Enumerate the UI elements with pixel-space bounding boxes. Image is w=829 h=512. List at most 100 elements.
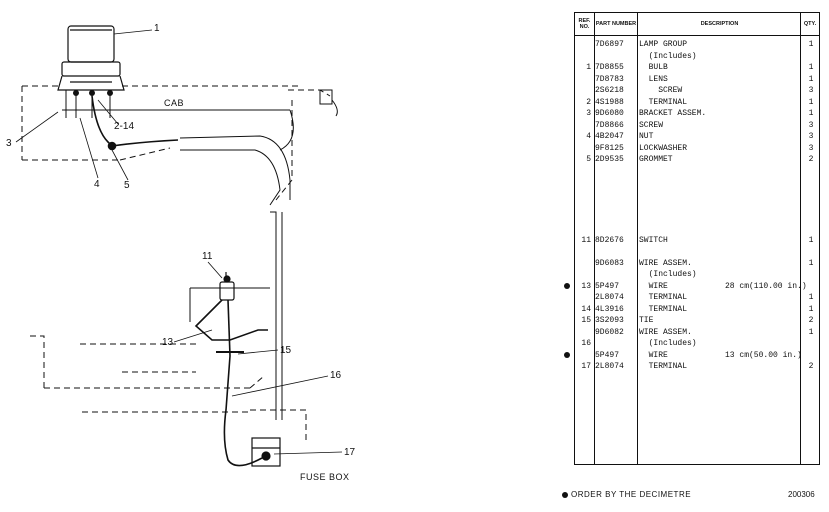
description-cell: TIE xyxy=(639,316,654,325)
table-row: 11 8D2676 SWITCH 1 xyxy=(575,235,819,247)
part-number-cell: 9F8125 xyxy=(595,143,624,153)
description-cell: (Includes) xyxy=(639,339,697,348)
description-cell: LAMP GROUP xyxy=(639,40,688,49)
description-cell: BRACKET ASSEM. xyxy=(639,109,707,118)
lamp-wire xyxy=(91,95,179,151)
part-number-cell: 2S6218 xyxy=(595,86,624,95)
description-cell: TERMINAL xyxy=(639,97,688,107)
toggle-switch xyxy=(219,272,235,301)
quantity-cell: 1 xyxy=(808,40,814,49)
quantity-cell: 1 xyxy=(808,304,814,314)
ref-number-cell: 17 xyxy=(581,362,591,371)
ref-number-cell: 2 xyxy=(586,97,591,107)
table-row: 2 4S1988 TERMINAL 1 xyxy=(575,97,819,109)
wire-length-cell: 28 cm(110.00 in.) xyxy=(725,281,807,291)
part-number-cell: 8D2676 xyxy=(595,235,624,245)
part-number-cell: 2D9535 xyxy=(595,155,624,164)
column-divider xyxy=(594,13,595,464)
quantity-cell: 3 xyxy=(808,86,814,95)
footnote-text: ORDER BY THE DECIMETRE xyxy=(571,490,692,499)
callout-17: 17 xyxy=(344,447,356,458)
table-row: 16 (Includes) xyxy=(575,338,819,350)
dashed-outlines-lower xyxy=(30,335,307,440)
callout-15: 15 xyxy=(280,345,292,356)
ref-number-cell: 14 xyxy=(581,304,591,314)
part-number-cell: 4L3916 xyxy=(595,304,624,314)
ref-number-cell: 3 xyxy=(586,109,591,118)
description-cell: SCREW xyxy=(639,120,664,130)
ref-number-cell: 5 xyxy=(586,155,591,164)
lamp-bracket xyxy=(65,90,113,118)
wire-length-cell: 13 cm(50.00 in.) xyxy=(725,350,802,360)
ref-number-cell: 11 xyxy=(581,235,591,245)
part-number-cell: 7D8855 xyxy=(595,63,624,72)
table-row xyxy=(575,212,819,224)
quantity-cell: 1 xyxy=(808,235,814,245)
quantity-cell: 3 xyxy=(808,132,814,141)
bullet-icon xyxy=(562,491,568,498)
table-row: (Includes) xyxy=(575,51,819,63)
quantity-cell: 1 xyxy=(808,97,814,107)
part-number-cell: 5P497 xyxy=(595,350,620,360)
ref-number-cell: 1 xyxy=(586,63,591,72)
ref-number-cell: 15 xyxy=(581,316,591,325)
quantity-cell: 1 xyxy=(808,327,814,337)
description-cell: WIRE xyxy=(639,350,668,360)
callout-11: 11 xyxy=(202,251,213,262)
fuse-box-label: FUSE BOX xyxy=(300,472,350,482)
quantity-cell: 2 xyxy=(808,316,814,325)
quantity-cell: 1 xyxy=(808,293,814,302)
callout-4: 4 xyxy=(94,179,100,190)
description-cell: TERMINAL xyxy=(639,304,688,314)
ref-number-cell: 16 xyxy=(581,339,591,348)
part-number-cell: 4B2047 xyxy=(595,132,624,141)
cab-label: CAB xyxy=(164,98,185,108)
callout-1: 1 xyxy=(154,23,160,34)
part-number-cell: 7D8783 xyxy=(595,74,624,84)
table-row xyxy=(575,246,819,258)
exploded-view-diagram xyxy=(15,25,343,467)
part-number-cell: 7D8866 xyxy=(595,120,624,130)
ref-number-cell: 13 xyxy=(581,281,591,291)
quantity-cell: 3 xyxy=(808,143,814,153)
table-row xyxy=(575,200,819,212)
cab-structure-lines xyxy=(62,89,338,206)
part-number-cell: 2L8074 xyxy=(595,362,624,371)
table-row xyxy=(575,166,819,178)
column-divider xyxy=(800,13,801,464)
decimetre-bullet-icon xyxy=(564,351,570,358)
description-cell: NUT xyxy=(639,132,654,141)
description-cell: (Includes) xyxy=(639,270,697,279)
table-row xyxy=(575,177,819,189)
part-number-cell: 7D6897 xyxy=(595,40,624,49)
description-cell: WIRE xyxy=(639,281,668,291)
description-cell: SWITCH xyxy=(639,235,668,245)
quantity-cell: 1 xyxy=(808,63,814,72)
callout-3: 3 xyxy=(6,138,12,149)
wire-harness-lower xyxy=(194,299,268,467)
ref-number-cell: 4 xyxy=(586,132,591,141)
decimetre-bullet-icon xyxy=(564,282,570,289)
header-ref-no: REF. NO. xyxy=(578,18,591,30)
figure-id: 200306 xyxy=(788,490,815,499)
part-number-cell: 4S1988 xyxy=(595,97,624,107)
description-cell: LENS xyxy=(639,74,668,84)
description-cell: BULB xyxy=(639,63,668,72)
leader-lines-lower xyxy=(173,261,343,455)
description-cell: GROMMET xyxy=(639,155,673,164)
quantity-cell: 1 xyxy=(808,109,814,118)
description-cell: TERMINAL xyxy=(639,362,688,371)
description-cell: TERMINAL xyxy=(639,293,688,302)
table-row: 14 4L3916 TERMINAL 1 xyxy=(575,304,819,316)
